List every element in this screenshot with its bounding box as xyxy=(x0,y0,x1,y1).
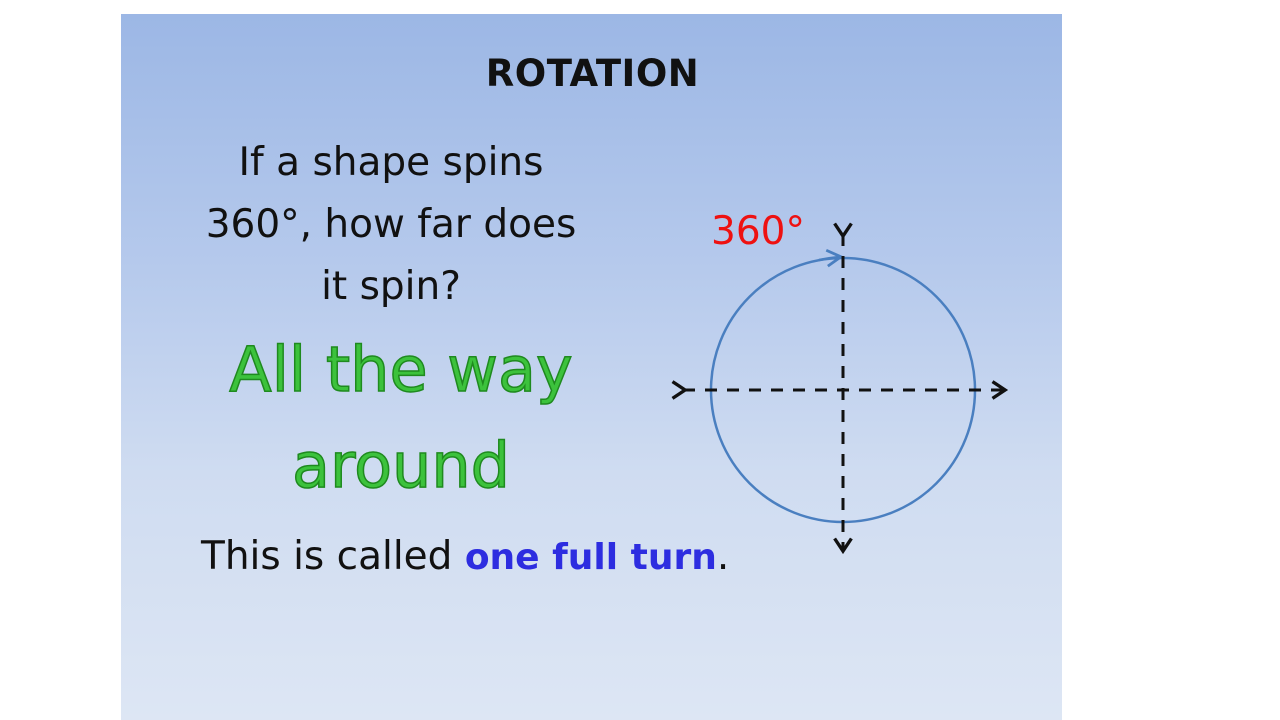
footer-suffix: . xyxy=(716,534,730,579)
footer-emphasis: one full turn xyxy=(464,537,717,578)
question-line-2: 360°, how far does xyxy=(205,202,577,247)
slide: ROTATION If a shape spins 360°, how far … xyxy=(121,14,1062,720)
question-line-3: it spin? xyxy=(321,264,461,309)
rotation-diagram xyxy=(671,222,1009,555)
angle-label: 360° xyxy=(711,209,805,254)
answer-line-2: around xyxy=(291,428,511,503)
question-line-1: If a shape spins xyxy=(238,140,544,185)
question-text: If a shape spins 360°, how far does it s… xyxy=(171,132,611,318)
answer-text: All the way around xyxy=(161,322,641,514)
footer-text: This is called one full turn. xyxy=(201,534,729,579)
answer-line-1: All the way xyxy=(229,332,574,407)
slide-title: ROTATION xyxy=(485,52,700,95)
footer-prefix: This is called xyxy=(201,534,465,579)
